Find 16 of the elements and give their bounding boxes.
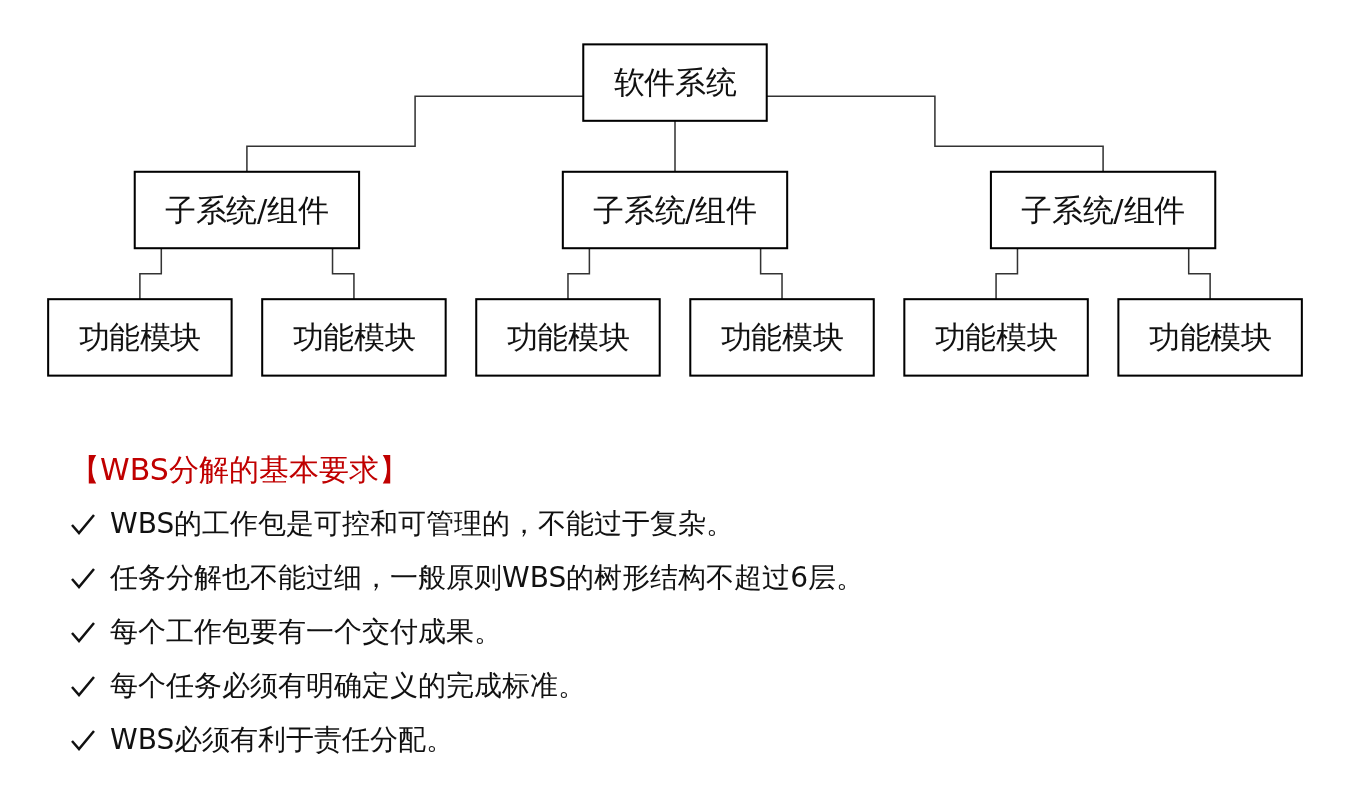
requirement-text: 每个任务必须有明确定义的完成标准。	[110, 668, 586, 704]
node-box: 子系统/组件	[989, 170, 1217, 250]
node-box: 功能模块	[47, 298, 233, 377]
node-box: 软件系统	[582, 43, 768, 122]
requirement-text: WBS必须有利于责任分配。	[110, 722, 455, 758]
node-box: 功能模块	[475, 298, 661, 377]
list-heading: 【WBS分解的基本要求】	[70, 451, 409, 489]
node-box: 功能模块	[1117, 298, 1303, 377]
node-box: 功能模块	[903, 298, 1089, 377]
requirement-text: 任务分解也不能过细，一般原则WBS的树形结构不超过6层。	[110, 560, 864, 596]
node-box: 子系统/组件	[133, 170, 361, 250]
node-box: 功能模块	[689, 298, 875, 377]
requirement-text: WBS的工作包是可控和可管理的，不能过于复杂。	[110, 506, 735, 542]
node-box: 功能模块	[261, 298, 447, 377]
requirement-text: 每个工作包要有一个交付成果。	[110, 614, 502, 650]
node-box: 子系统/组件	[561, 170, 789, 250]
